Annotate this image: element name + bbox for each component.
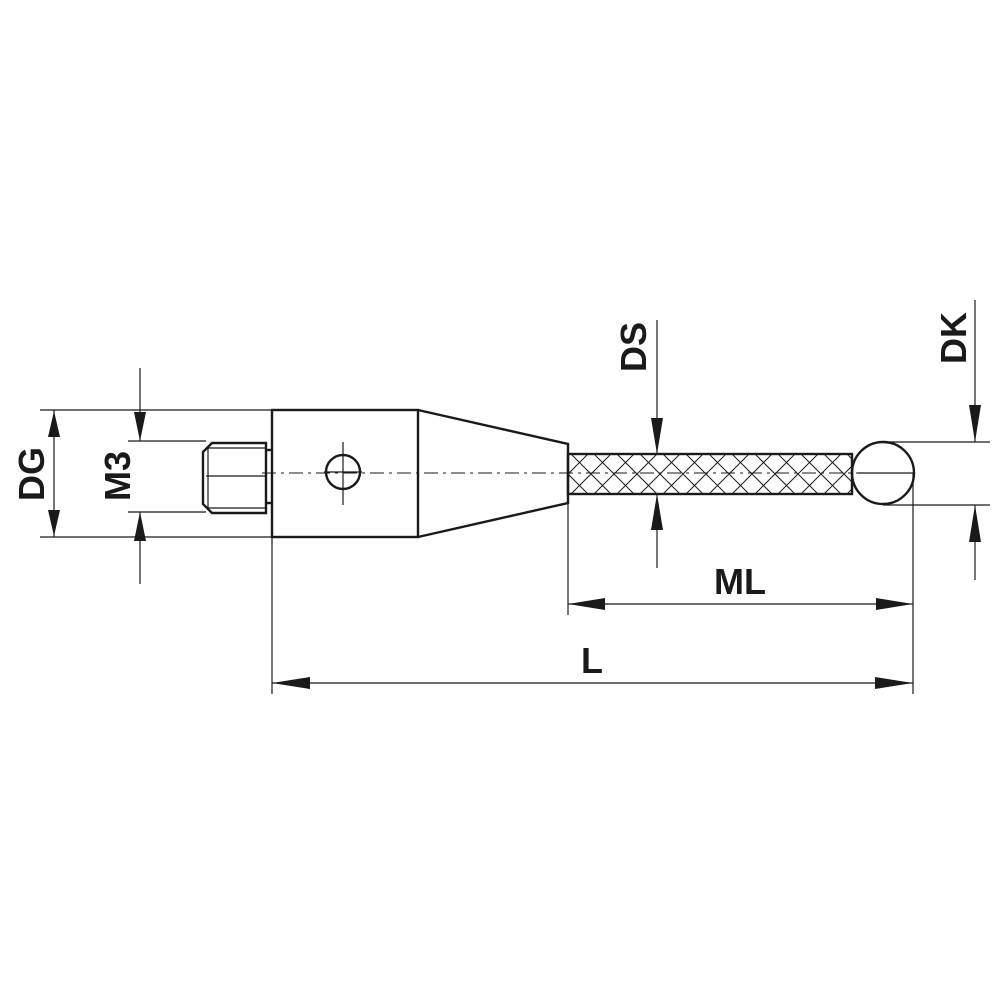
dimension-ml: ML — [568, 561, 913, 610]
label-dk: DK — [933, 312, 974, 364]
thread-m3 — [201, 441, 272, 515]
label-dg: DG — [11, 447, 52, 501]
extension-lines — [40, 409, 990, 694]
label-l: L — [581, 640, 603, 681]
dimension-m3: M3 — [97, 368, 146, 584]
label-ds: DS — [613, 322, 654, 372]
stylus-shaft — [566, 452, 854, 496]
dimension-l: L — [272, 640, 913, 689]
dimension-dk: DK — [933, 300, 981, 580]
ball-tip — [850, 440, 916, 506]
label-m3: M3 — [97, 451, 138, 501]
dimension-dg: DG — [11, 410, 60, 537]
dimension-ds: DS — [613, 320, 663, 568]
label-ml: ML — [714, 561, 766, 602]
body-cylinder — [270, 408, 420, 539]
